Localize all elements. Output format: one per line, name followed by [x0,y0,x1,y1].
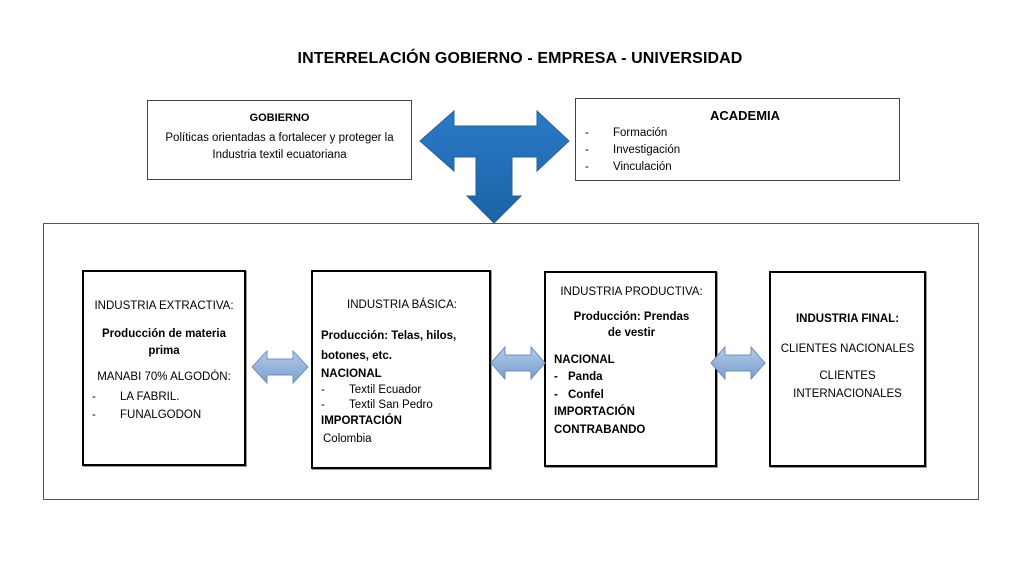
industries-container [43,223,979,500]
extractiva-source: MANABI 70% ALGODÓN: [97,370,231,383]
industria-extractiva-box: INDUSTRIA EXTRACTIVA: Producción de mate… [82,270,246,466]
double-arrow-icon [710,345,766,381]
diagram-title: INTERRELACIÓN GOBIERNO - EMPRESA - UNIVE… [297,50,743,67]
list-item: -Investigación [585,144,681,156]
productiva-production: Producción: Prendas de vestir [573,310,690,339]
basica-import-label: IMPORTACIÓN [321,415,402,427]
list-item: -Formación [585,127,668,139]
gobierno-text: Políticas orientadas a fortalecer y prot… [165,132,394,161]
list-item: -Confel [554,388,604,401]
basica-production: Producción: Telas, hilos, botones, etc. [321,329,457,362]
list-item: -FUNALGODON [92,408,202,421]
extractiva-heading: INDUSTRIA EXTRACTIVA: [94,300,234,312]
productiva-national-list: -Panda -Confel [554,369,709,404]
academia-heading: ACADEMIA [709,108,781,123]
final-national-clients: CLIENTES NACIONALES [780,342,915,355]
industria-productiva-box: INDUSTRIA PRODUCTIVA: Producción: Prenda… [544,271,717,467]
academia-box: ACADEMIA -Formación -Investigación -Vinc… [575,98,900,181]
productiva-contraband-label: CONTRABANDO [554,423,646,436]
list-item: -LA FABRIL. [92,391,180,403]
double-arrow-icon [490,345,546,381]
list-item: -Textil San Pedro [321,399,433,411]
list-item: -Vinculación [585,161,672,173]
productiva-import-label: IMPORTACIÓN [554,406,635,418]
basica-import-value: Colombia [323,432,372,445]
industria-basica-box: INDUSTRIA BÁSICA: Producción: Telas, hil… [311,270,491,469]
gobierno-box: GOBIERNO Políticas orientadas a fortalec… [147,100,412,180]
list-item: -Panda [554,371,603,383]
industria-final-box: INDUSTRIA FINAL: CLIENTES NACIONALES CLI… [769,271,926,467]
basica-heading: INDUSTRIA BÁSICA: [347,299,457,311]
list-item: -Textil Ecuador [321,384,422,396]
gobierno-heading: GOBIERNO [249,112,310,124]
academia-list: -Formación -Investigación -Vinculación [576,125,899,176]
double-arrow-icon [251,349,309,385]
extractiva-list: -LA FABRIL. -FUNALGODON [90,389,238,424]
final-heading: INDUSTRIA FINAL: [795,313,900,325]
basica-national-list: -Textil Ecuador -Textil San Pedro [321,383,483,413]
extractiva-production: Producción de materia prima [102,327,226,358]
productiva-national-label: NACIONAL [554,353,615,366]
productiva-heading: INDUSTRIA PRODUCTIVA: [560,286,703,298]
final-international-clients: CLIENTES INTERNACIONALES [793,370,902,400]
basica-national-label: NACIONAL [321,367,382,380]
